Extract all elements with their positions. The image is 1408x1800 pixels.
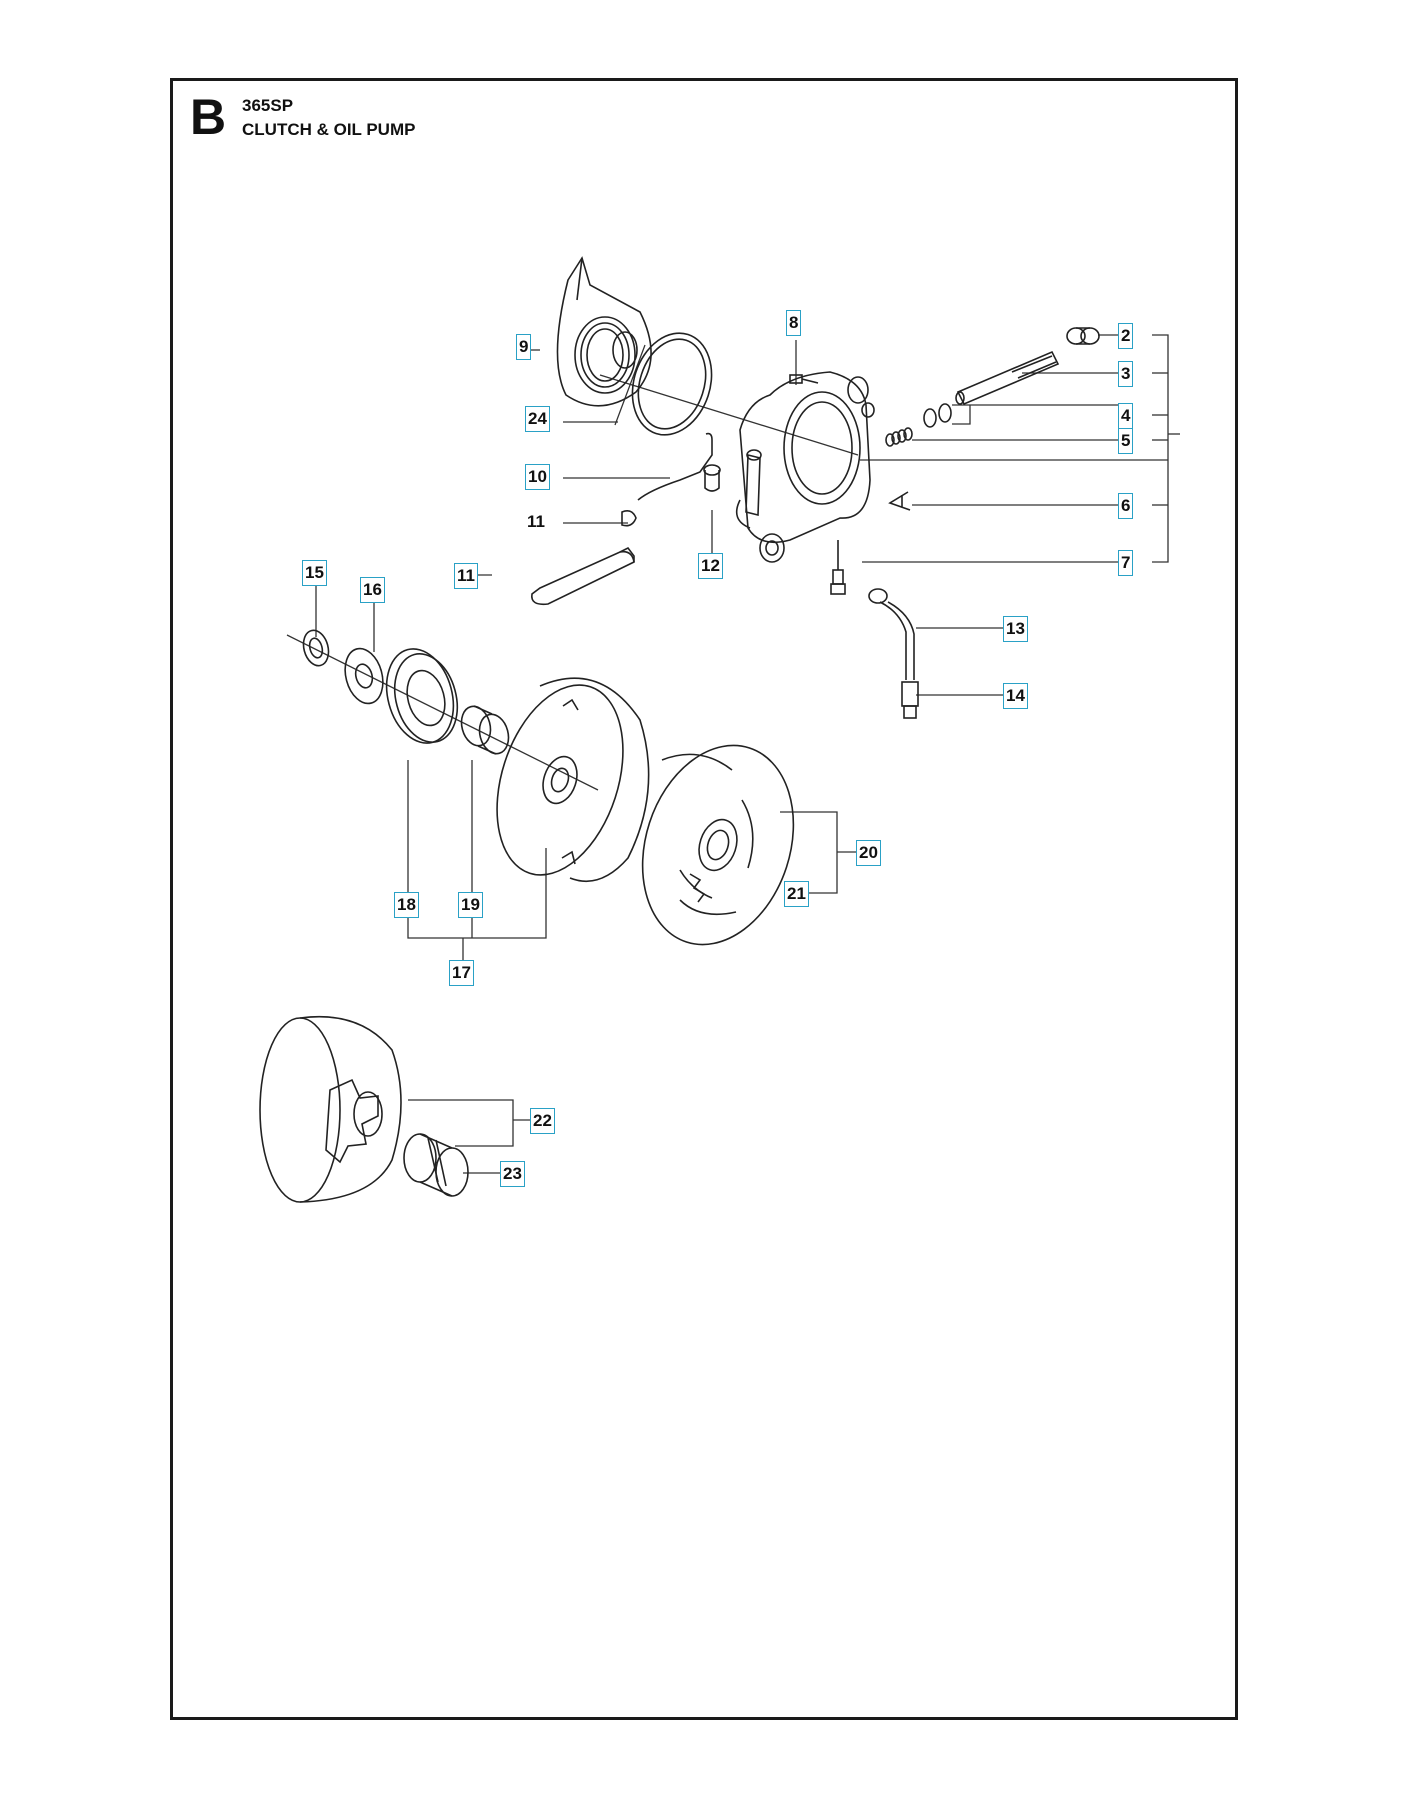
part-11-seal (621, 510, 637, 527)
leader-lines (286, 334, 1180, 1174)
callout-20: 20 (856, 840, 881, 866)
part-19-needle-bearing (460, 705, 510, 755)
callout-3: 3 (1118, 361, 1134, 387)
part-5-spring (885, 427, 913, 447)
part-24-gasket (631, 332, 713, 436)
part-2-bushing (1066, 327, 1100, 345)
callout-21: 21 (784, 881, 809, 907)
callout-9: 9 (516, 334, 532, 360)
part-22-spur-sprocket-drum (259, 1015, 402, 1203)
model-number: 365SP (242, 96, 294, 115)
callout-22: 22 (530, 1108, 555, 1134)
callout-7: 7 (1118, 550, 1134, 576)
callout-13: 13 (1003, 616, 1028, 642)
part-21-clutch-spring (689, 873, 706, 903)
callout-4: 4 (1118, 403, 1134, 429)
part-13-oil-hose (868, 588, 915, 680)
callout-15: 15 (302, 560, 327, 586)
part-23-needle-bearing (403, 1133, 469, 1197)
callout-2: 2 (1118, 323, 1134, 349)
part-6-clip (888, 491, 911, 511)
part-9-drive-worm (556, 256, 652, 407)
diagram-frame (170, 78, 1238, 1720)
part-20-clutch (641, 744, 795, 946)
part-17-clutch-drum (496, 677, 650, 882)
part-3-pump-shaft (955, 350, 1060, 406)
part-4-washers (923, 403, 952, 428)
callout-11-hose: 11 (454, 563, 478, 589)
callout-14: 14 (1003, 683, 1028, 709)
callout-16: 16 (360, 577, 385, 603)
callout-10: 10 (525, 464, 550, 490)
part-15-circlip (302, 629, 330, 667)
callout-12: 12 (698, 553, 723, 579)
part-14-oil-filter (901, 681, 919, 719)
callout-19: 19 (458, 892, 483, 918)
callout-8: 8 (786, 310, 802, 336)
diagram-title: CLUTCH & OIL PUMP (242, 120, 416, 139)
callout-6: 6 (1118, 493, 1134, 519)
callout-24: 24 (525, 406, 550, 432)
part-11-oil-hose (531, 546, 635, 606)
callout-23: 23 (500, 1161, 525, 1187)
callout-17: 17 (449, 960, 474, 986)
callout-11-seal: 11 (527, 512, 545, 531)
part-16-washer (344, 647, 384, 705)
callout-18: 18 (394, 892, 419, 918)
section-letter: B (190, 89, 227, 145)
part-7-adjusting-screw (830, 540, 846, 595)
part-12-plug (703, 464, 721, 492)
callout-5: 5 (1118, 428, 1134, 454)
part-18-rim-sprocket (385, 648, 459, 744)
part-1-oil-pump-housing (735, 371, 875, 563)
part-10-oil-pipe (637, 432, 713, 501)
part-8-screw (789, 374, 819, 384)
